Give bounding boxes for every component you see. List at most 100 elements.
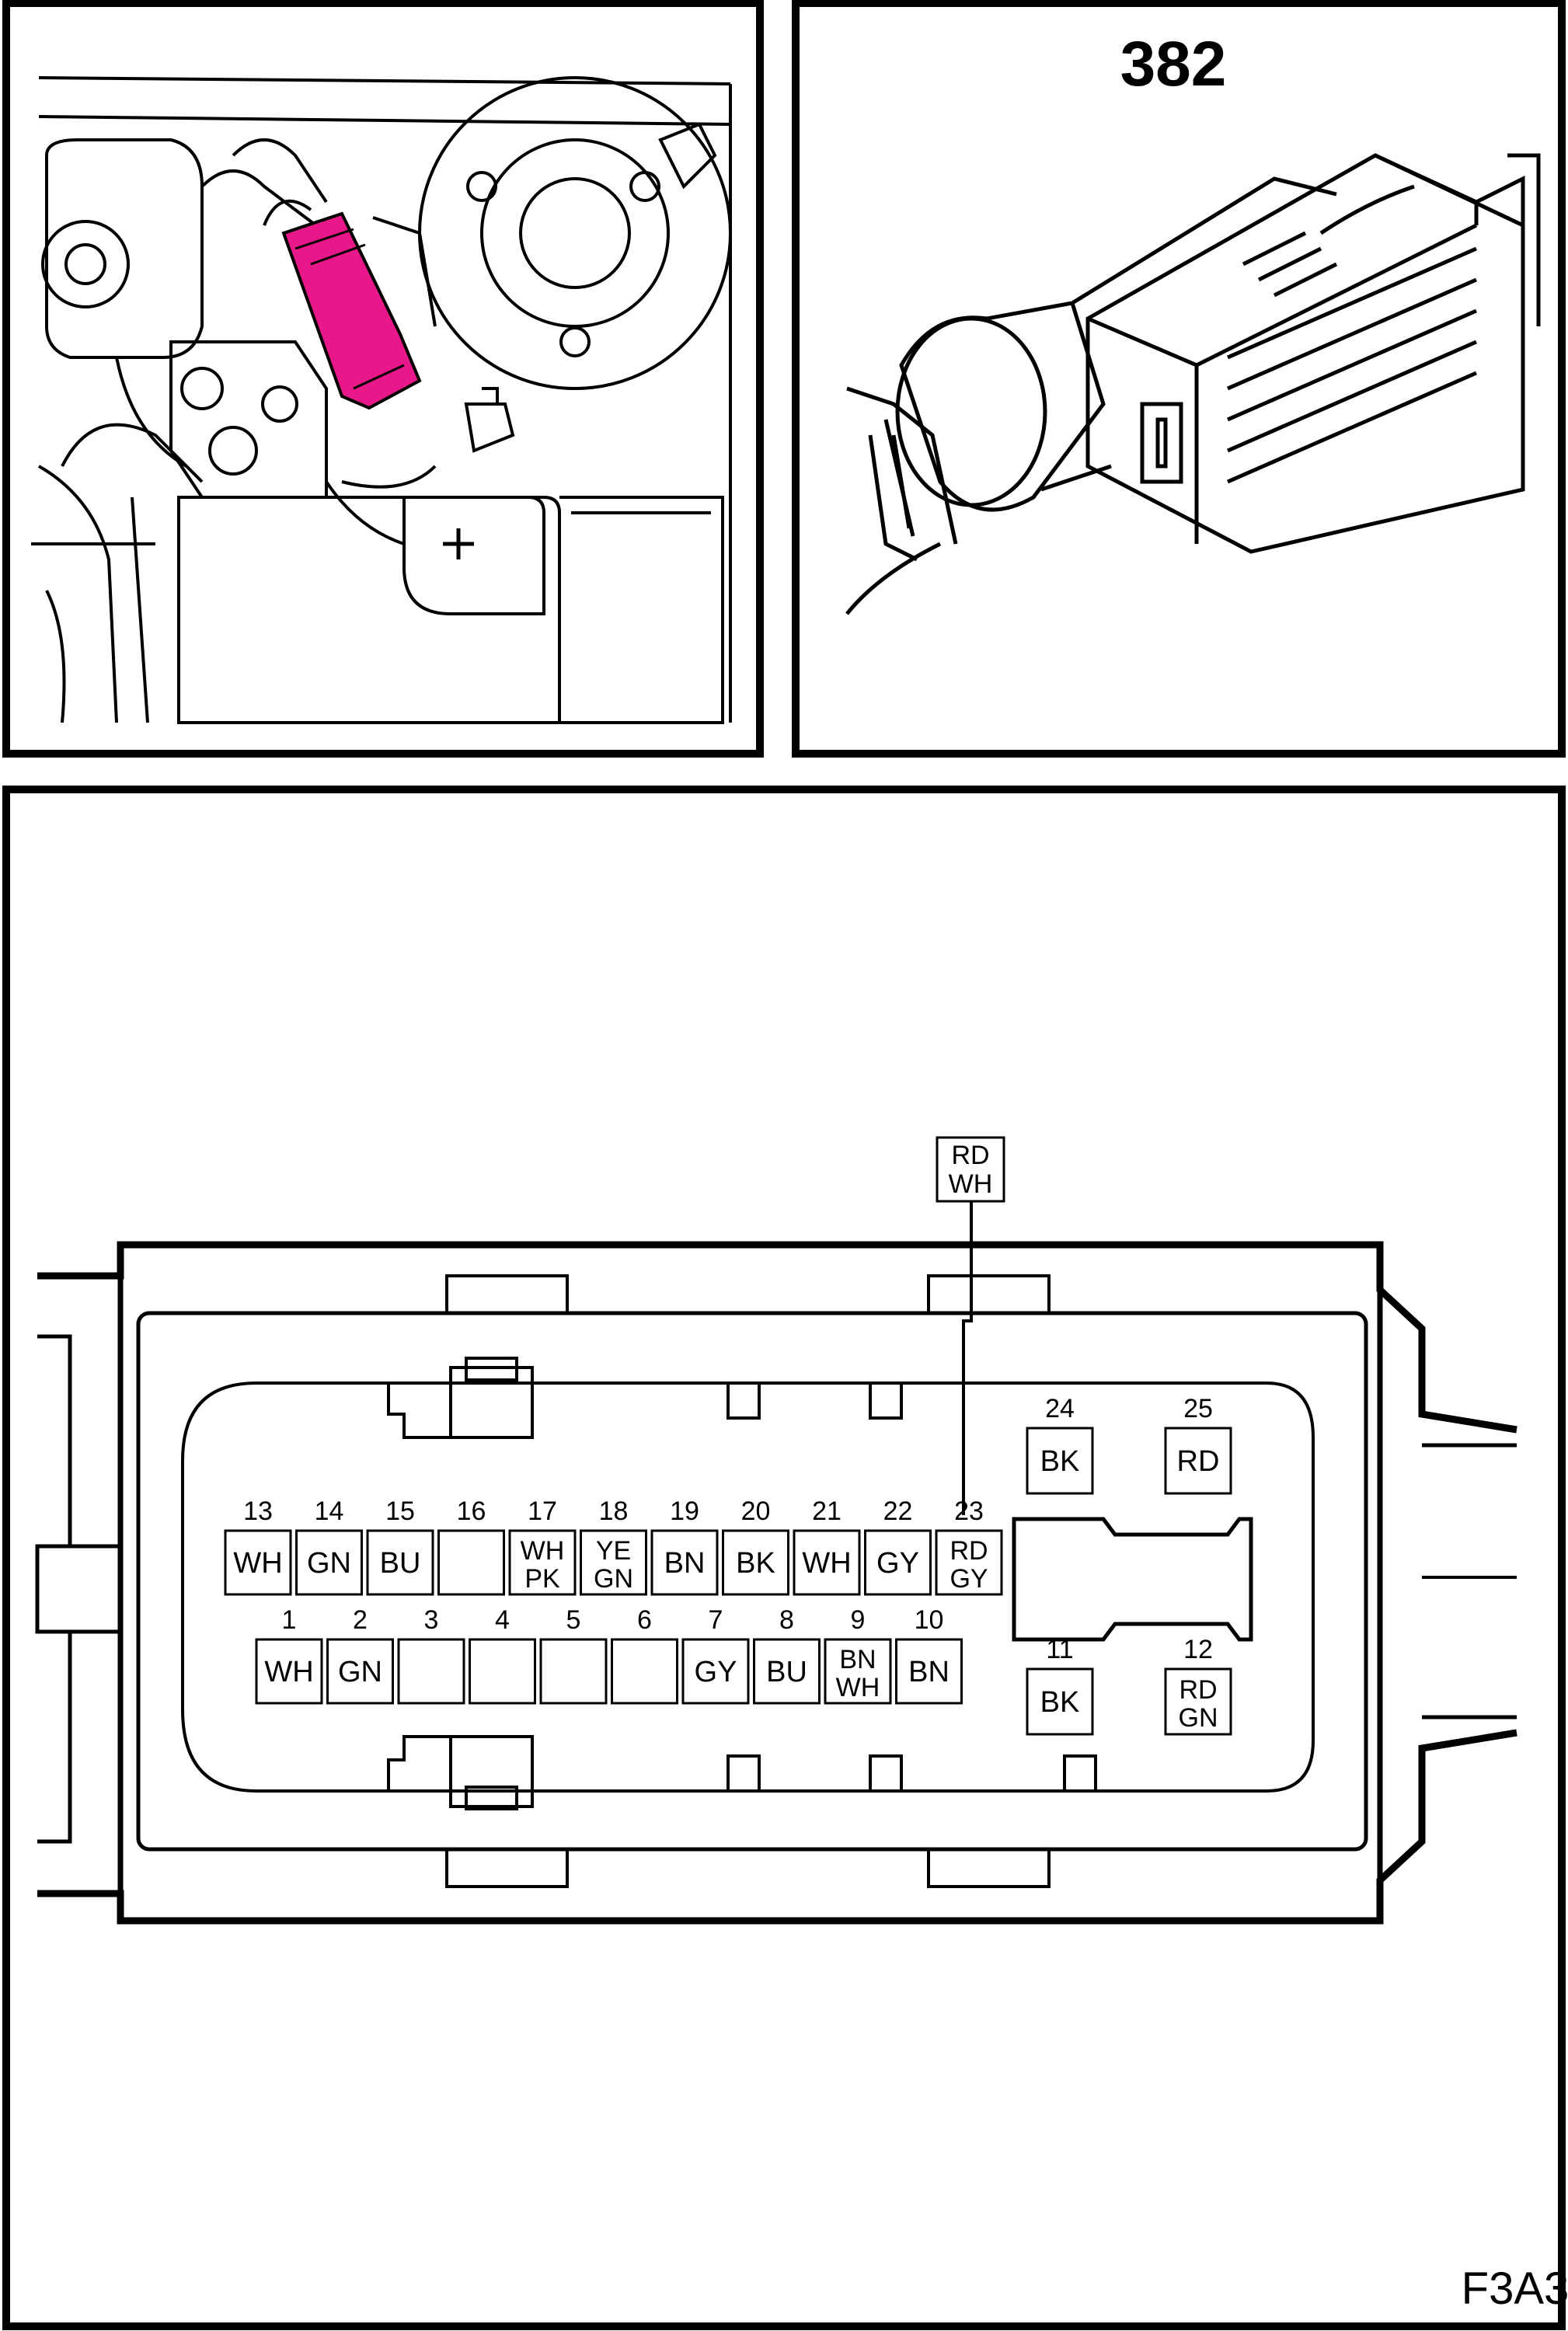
wire-color: GN xyxy=(307,1547,351,1580)
pin-1: 1WH xyxy=(255,1605,323,1705)
pin-cavity xyxy=(895,1638,963,1705)
pin-cavity xyxy=(539,1638,608,1705)
wire-color: WH xyxy=(264,1656,313,1688)
callout-box xyxy=(936,1136,1005,1203)
pin-number: 8 xyxy=(779,1605,794,1635)
wire-color-stripe: GY xyxy=(950,1564,988,1594)
pin-number: 4 xyxy=(495,1605,510,1635)
pin-6: 6 xyxy=(611,1605,678,1705)
connector-number: 382 xyxy=(1120,29,1227,99)
wire-color: BN xyxy=(664,1547,706,1580)
location-view-panel xyxy=(2,0,764,758)
wire-color: BK xyxy=(1040,1686,1080,1719)
pin-cavity xyxy=(1164,1427,1232,1495)
wire-color: RD xyxy=(950,1536,988,1566)
pin-cavity xyxy=(326,1638,394,1705)
pin-number: 17 xyxy=(528,1497,557,1526)
pin-number: 2 xyxy=(353,1605,368,1635)
pin-cavity xyxy=(366,1529,434,1596)
engine-bay-illustration xyxy=(31,76,732,724)
pin-cavity xyxy=(1026,1427,1094,1495)
pin-cavity xyxy=(753,1638,821,1705)
pin-cavity xyxy=(255,1638,323,1705)
pin-number: 21 xyxy=(812,1497,841,1526)
connector-outline xyxy=(35,1200,1517,1925)
pin-number: 16 xyxy=(457,1497,486,1526)
pin-number: 10 xyxy=(915,1605,944,1635)
wire-color: WH xyxy=(521,1536,565,1566)
pin-number: 5 xyxy=(566,1605,581,1635)
pin-cavity xyxy=(469,1638,536,1705)
pin-cavity xyxy=(793,1529,861,1596)
pin-cavity xyxy=(722,1529,789,1596)
connector-illustration xyxy=(845,153,1541,615)
wire-color: YE xyxy=(596,1536,631,1566)
pin-number: 19 xyxy=(670,1497,699,1526)
pin-number: 11 xyxy=(1046,1635,1073,1664)
pin-cavity xyxy=(681,1638,750,1705)
pin-number: 12 xyxy=(1183,1635,1213,1664)
pin-cavity xyxy=(611,1638,678,1705)
wire-color-stripe: GN xyxy=(1179,1703,1218,1733)
wire-color: WH xyxy=(233,1547,282,1580)
connector-panel-frame xyxy=(792,0,1566,758)
callout-wire-stripe: WH xyxy=(949,1169,993,1199)
pin-cavity xyxy=(1164,1667,1232,1736)
callout-wire-color: RD xyxy=(951,1141,989,1170)
wire-color: BN xyxy=(908,1656,950,1688)
pin-cavity xyxy=(650,1529,719,1596)
wire-color: GN xyxy=(338,1656,382,1688)
pin-number: 24 xyxy=(1045,1394,1075,1423)
pin-number: 18 xyxy=(599,1497,629,1526)
pin-number: 1 xyxy=(282,1605,297,1635)
pin-cavity xyxy=(580,1529,647,1596)
pin-cavity xyxy=(295,1529,363,1596)
pin-5: 5 xyxy=(539,1605,608,1705)
pin-number: 13 xyxy=(243,1497,273,1526)
pin-number: 15 xyxy=(385,1497,415,1526)
pin-number: 22 xyxy=(883,1497,913,1526)
pin-cavity xyxy=(437,1529,505,1596)
figure-code: F3A3 xyxy=(1462,2263,1568,2314)
pin-number: 25 xyxy=(1183,1394,1213,1423)
wire-color-stripe: WH xyxy=(836,1673,880,1702)
pin-cavity xyxy=(1026,1667,1094,1736)
wire-color-stripe: PK xyxy=(524,1564,560,1594)
pin-number: 23 xyxy=(954,1497,984,1526)
wire-color: GY xyxy=(695,1656,737,1688)
pin-number: 6 xyxy=(637,1605,652,1635)
wire-color: BU xyxy=(380,1547,421,1580)
wire-color: BN xyxy=(839,1645,876,1674)
pin-cavity xyxy=(397,1638,465,1705)
pin-cavity xyxy=(864,1529,932,1596)
pin-2: 2GN xyxy=(326,1605,394,1705)
wire-color: BK xyxy=(1040,1445,1080,1478)
pin-number: 14 xyxy=(315,1497,344,1526)
wire-color: RD xyxy=(1179,1675,1217,1705)
pin-cavity xyxy=(824,1638,892,1705)
pin-number: 20 xyxy=(741,1497,771,1526)
connector-view-panel: 382 xyxy=(792,0,1566,758)
wire-color: RD xyxy=(1177,1445,1220,1478)
pin-16: 16 xyxy=(437,1497,505,1596)
wire-color: BU xyxy=(766,1656,807,1688)
